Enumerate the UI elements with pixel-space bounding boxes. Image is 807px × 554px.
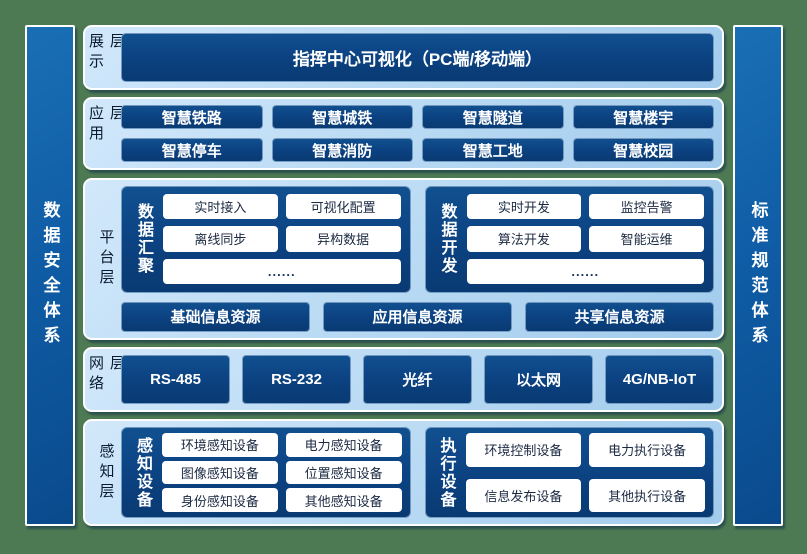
network-item: RS-232 [242, 354, 351, 404]
function-item: 算法开发 [466, 226, 582, 252]
resource-item: 基础信息资源 [121, 301, 310, 332]
network-item: 4G/NB-IoT [605, 354, 714, 404]
function-item: 可视化配置 [285, 193, 401, 220]
app-item: 智慧城铁 [271, 105, 413, 130]
perception-groups: 感知设备 环境感知设备 电力感知设备 图像感知设备 位置感知设备 身份感知设备 … [121, 427, 714, 518]
pillar-data-security-label: 数据安全体系 [40, 200, 60, 351]
layer-label-perception: 感知层 [97, 442, 115, 503]
platform-column: 数据汇聚 实时接入 可视化配置 离线同步 异构数据 ...... [121, 185, 714, 332]
device-item: 位置感知设备 [285, 460, 402, 485]
app-item: 智慧铁路 [121, 105, 263, 130]
network-item: 以太网 [484, 354, 593, 404]
device-item: 环境控制设备 [465, 433, 582, 467]
group-data-aggregation: 数据汇聚 实时接入 可视化配置 离线同步 异构数据 ...... [121, 185, 411, 293]
function-item: 实时接入 [163, 193, 278, 220]
device-item: 图像感知设备 [162, 460, 278, 485]
function-item: 智能运维 [589, 226, 704, 252]
network-item: RS-485 [121, 354, 230, 404]
device-item: 身份感知设备 [162, 488, 278, 512]
layer-panel-application: 应用层 智慧铁路 智慧城铁 智慧隧道 智慧楼宇 智慧停车 智慧消防 智慧工地 智… [83, 97, 724, 171]
pillar-standards: 标准规范体系 [733, 25, 783, 526]
network-grid: RS-485 RS-232 光纤 以太网 4G/NB-IoT [121, 354, 714, 404]
function-item: 监控告警 [589, 193, 704, 220]
pillar-standards-label: 标准规范体系 [748, 200, 768, 351]
network-item: 光纤 [363, 354, 472, 404]
layer-label-network: 网络层 [87, 354, 125, 395]
function-item: 实时开发 [466, 193, 582, 220]
device-item: 电力感知设备 [285, 433, 402, 457]
group-execution-devices-grid: 环境控制设备 电力执行设备 信息发布设备 其他执行设备 [465, 433, 705, 512]
app-item: 智慧隧道 [422, 105, 564, 130]
device-item: 环境感知设备 [162, 433, 278, 457]
group-execution-devices: 执行设备 环境控制设备 电力执行设备 信息发布设备 其他执行设备 [424, 427, 714, 518]
app-item: 智慧停车 [121, 138, 263, 163]
device-item: 其他感知设备 [285, 488, 402, 512]
group-data-development: 数据开发 实时开发 监控告警 算法开发 智能运维 ...... [424, 185, 714, 293]
pillar-data-security: 数据安全体系 [25, 25, 75, 526]
group-data-development-label: 数据开发 [438, 203, 456, 275]
group-execution-devices-label: 执行设备 [437, 436, 455, 509]
group-data-aggregation-grid: 实时接入 可视化配置 离线同步 异构数据 ...... [163, 193, 401, 285]
group-data-development-grid: 实时开发 监控告警 算法开发 智能运维 ...... [466, 193, 704, 285]
device-item: 信息发布设备 [465, 478, 582, 512]
layer-panel-display: 展示层 指挥中心可视化（PC端/移动端） [83, 25, 724, 90]
application-content: 智慧铁路 智慧城铁 智慧隧道 智慧楼宇 智慧停车 智慧消防 智慧工地 智慧校园 [121, 105, 714, 163]
layer-stack: 展示层 指挥中心可视化（PC端/移动端） 应用层 智慧铁路 智慧城铁 智慧隧道 … [83, 25, 724, 526]
function-item: 异构数据 [285, 226, 401, 252]
group-sensing-devices-grid: 环境感知设备 电力感知设备 图像感知设备 位置感知设备 身份感知设备 其他感知设… [162, 433, 402, 512]
platform-content: 数据汇聚 实时接入 可视化配置 离线同步 异构数据 ...... [121, 185, 714, 332]
layer-panel-platform: 平台层 数据汇聚 实时接入 可视化配置 离线同步 异构数 [83, 177, 724, 340]
device-item: 电力执行设备 [589, 433, 705, 467]
app-item: 智慧校园 [572, 138, 714, 163]
function-item: 离线同步 [163, 226, 278, 252]
layer-label-application: 应用层 [87, 105, 125, 146]
display-content: 指挥中心可视化（PC端/移动端） [121, 33, 714, 82]
group-data-aggregation-label: 数据汇聚 [135, 203, 152, 275]
layer-panel-perception: 感知层 感知设备 环境感知设备 电力感知设备 图像感知设备 位置感知设备 身份感… [83, 419, 724, 526]
resource-item: 应用信息资源 [323, 301, 512, 332]
app-item: 智慧楼宇 [572, 105, 714, 130]
app-item: 智慧消防 [271, 138, 413, 163]
device-item: 其他执行设备 [589, 478, 705, 512]
layer-label-display: 展示层 [87, 33, 125, 73]
command-center-visualization-box: 指挥中心可视化（PC端/移动端） [121, 33, 714, 82]
group-sensing-devices-label: 感知设备 [134, 436, 151, 509]
resource-item: 共享信息资源 [525, 301, 714, 332]
information-resources-row: 基础信息资源 应用信息资源 共享信息资源 [121, 301, 714, 332]
layer-label-platform: 平台层 [97, 228, 115, 289]
more-ellipsis: ...... [163, 258, 401, 285]
platform-groups: 数据汇聚 实时接入 可视化配置 离线同步 异构数据 ...... [121, 185, 714, 293]
layer-panel-network: 网络层 RS-485 RS-232 光纤 以太网 4G/NB-IoT [83, 346, 724, 412]
perception-content: 感知设备 环境感知设备 电力感知设备 图像感知设备 位置感知设备 身份感知设备 … [121, 427, 714, 518]
more-ellipsis: ...... [466, 258, 704, 285]
app-item: 智慧工地 [422, 138, 564, 163]
group-sensing-devices: 感知设备 环境感知设备 电力感知设备 图像感知设备 位置感知设备 身份感知设备 … [121, 427, 411, 518]
application-grid: 智慧铁路 智慧城铁 智慧隧道 智慧楼宇 智慧停车 智慧消防 智慧工地 智慧校园 [121, 105, 714, 163]
network-content: RS-485 RS-232 光纤 以太网 4G/NB-IoT [121, 354, 714, 404]
